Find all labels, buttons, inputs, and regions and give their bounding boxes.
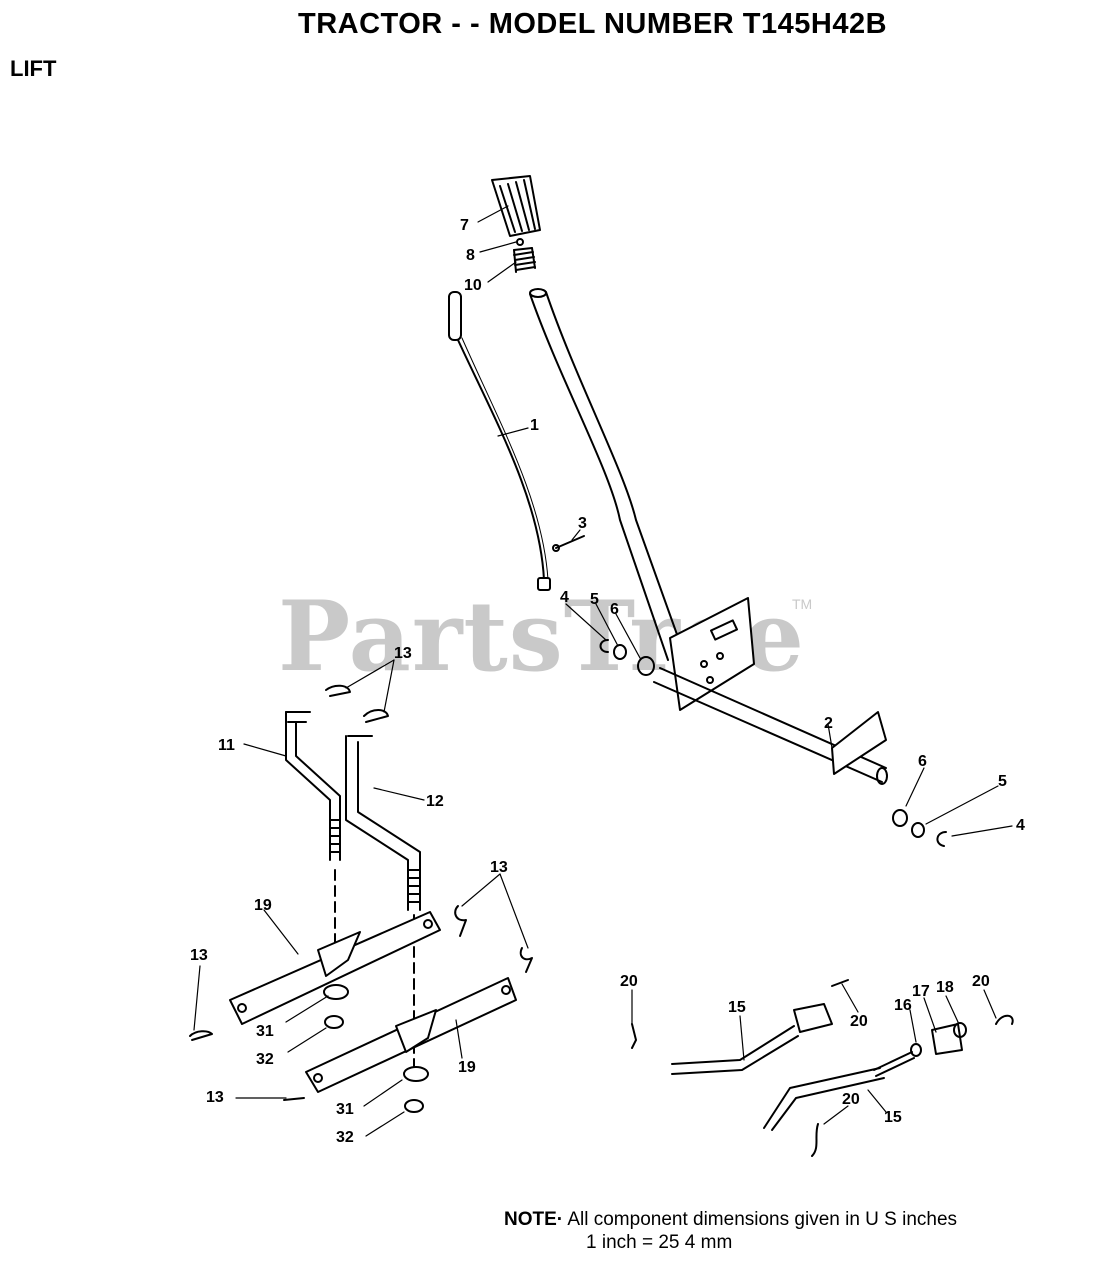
callout-8: 8: [466, 247, 475, 264]
part-ball: [516, 238, 524, 246]
callout-19-lower: 19: [458, 1059, 476, 1076]
part-nut-18: [953, 1022, 967, 1038]
part-pin: [552, 535, 585, 552]
callout-1: 1: [530, 417, 539, 434]
callout-17: 17: [912, 983, 930, 1000]
callout-32-upper: 32: [256, 1051, 274, 1068]
part-link-right: [345, 735, 421, 911]
callout-5-left: 5: [590, 591, 599, 608]
part-lever-bracket: [669, 597, 755, 711]
callout-18: 18: [936, 979, 954, 996]
part-cross-shaft: [653, 667, 888, 785]
callout-16: 16: [894, 997, 912, 1014]
part-clip-right: [936, 831, 947, 847]
callout-13-bottom: 13: [206, 1089, 224, 1106]
callout-4-left: 4: [560, 589, 569, 606]
callout-6-right: 6: [918, 753, 927, 770]
part-rod-15-upper: [671, 1003, 833, 1075]
part-clip-13-e: [189, 1030, 213, 1041]
part-hairpin-20-a: [631, 1023, 637, 1049]
note-line-2: 1 inch = 25 4 mm: [586, 1232, 733, 1253]
part-washer-16: [910, 1043, 922, 1057]
callout-2: 2: [824, 715, 833, 732]
callout-15-upper: 15: [728, 999, 746, 1016]
part-lift-arm-upper: [229, 911, 441, 1025]
part-washer-left: [613, 644, 627, 660]
part-block-17: [931, 1023, 963, 1055]
part-lift-rod: [448, 291, 551, 591]
section-label: LIFT: [10, 56, 57, 81]
callout-3: 3: [578, 515, 587, 532]
callout-7: 7: [460, 217, 469, 234]
note-line-1: All component dimensions given in U S in…: [567, 1209, 958, 1230]
part-grip: [491, 175, 541, 237]
part-rod-15-lower: [763, 1051, 915, 1131]
part-clip-13-b: [363, 709, 389, 723]
callout-20-a: 20: [620, 973, 638, 990]
part-clip-left: [599, 639, 609, 653]
page-title: TRACTOR - - MODEL NUMBER T145H42B: [298, 8, 888, 40]
callout-4-right: 4: [1016, 817, 1025, 834]
callout-20-d: 20: [842, 1091, 860, 1108]
part-bushing-right: [892, 809, 908, 827]
part-clip-13-f: [283, 1097, 305, 1101]
part-hairpin-20-d: [811, 1123, 819, 1157]
part-clip-13-d: [519, 947, 533, 973]
part-washer-right: [911, 822, 925, 838]
part-spring: [513, 247, 536, 273]
callout-5-right: 5: [998, 773, 1007, 790]
part-clip-13-a: [325, 684, 351, 697]
callout-11: 11: [218, 737, 235, 754]
callout-32-lower: 32: [336, 1129, 354, 1146]
part-bushing-31-upper: [323, 984, 349, 1000]
watermark-trademark: TM: [792, 596, 813, 612]
part-clip-13-c: [454, 905, 467, 937]
callout-20-c: 20: [972, 973, 990, 990]
callout-10: 10: [464, 277, 482, 294]
callout-12: 12: [426, 793, 444, 810]
callout-13-top: 13: [394, 645, 412, 662]
part-washer-32-lower: [404, 1099, 424, 1113]
part-lift-lever: [529, 288, 685, 661]
part-link-left: [285, 711, 341, 861]
callout-13-right: 13: [490, 859, 508, 876]
part-hairpin-20-c: [995, 1014, 1014, 1025]
part-lift-arm-lower: [305, 977, 517, 1093]
callout-15-lower: 15: [884, 1109, 902, 1126]
note-label: NOTE·: [504, 1209, 564, 1230]
callout-31-lower: 31: [336, 1101, 354, 1118]
dimension-note: NOTE· All component dimensions given in …: [504, 1208, 958, 1253]
callout-13-left: 13: [190, 947, 208, 964]
part-hairpin-20-b: [831, 979, 849, 987]
part-bushing-left: [637, 656, 655, 676]
part-bushing-31-lower: [403, 1066, 429, 1082]
callout-31-upper: 31: [256, 1023, 274, 1040]
callout-6-left: 6: [610, 601, 619, 618]
callout-20-b: 20: [850, 1013, 868, 1030]
part-washer-32-upper: [324, 1015, 344, 1029]
callout-19-upper: 19: [254, 897, 272, 914]
